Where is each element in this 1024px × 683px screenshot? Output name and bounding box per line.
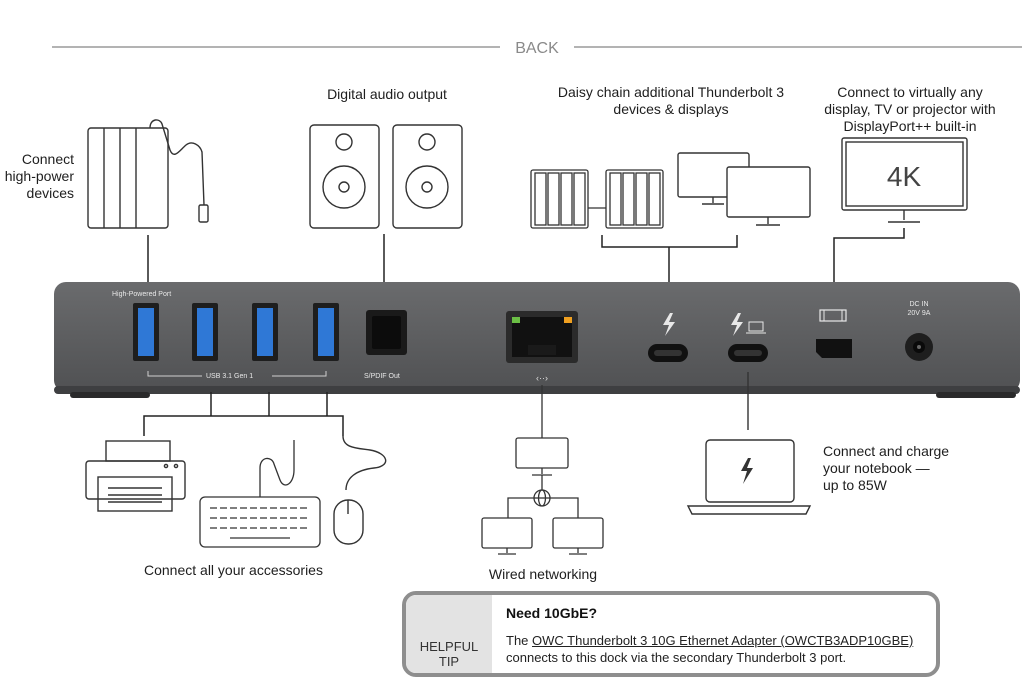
ethernet-adapter-link[interactable]: OWC Thunderbolt 3 10G Ethernet Adapter (… [532,633,914,648]
mouse-icon [333,435,387,545]
notebook-label: Connect and charge your notebook — up to… [823,443,950,493]
network-icon [481,385,604,555]
tip-body-prefix: The [506,633,533,648]
thunderbolt-laptop-port [728,313,768,362]
speaker-icon [309,124,463,229]
ethernet-symbol: ‹··› [536,373,548,383]
displayport-port [816,309,852,358]
laptop-icon [686,372,812,515]
usb-label: USB 3.1 Gen 1 [206,373,254,380]
tablet-icon [87,119,209,229]
spdif-label: S/PDIF Out [364,373,400,380]
accessories-label: Connect all your accessories [144,562,323,578]
usb-port [133,303,339,361]
4k-display-icon [841,137,968,223]
usb-bracket [147,371,327,377]
helpful-tip-box: HELPFUL TIP Need 10GbE? The OWC Thunderb… [402,591,940,677]
networking-label: Wired networking [488,566,598,582]
high-power-label: Connect high-power devices [4,151,74,201]
dc-in-port [905,333,933,361]
laptop-bolt-icon [741,458,753,484]
audio-label: Digital audio output [327,86,447,102]
spdif-port [366,310,407,355]
tip-badge-label: HELPFUL TIP [419,639,479,669]
tip-title: Need 10GbE? [506,605,598,621]
display-label: Connect to virtually any display, TV or … [824,84,996,134]
tip-body: The OWC Thunderbolt 3 10G Ethernet Adapt… [506,632,936,666]
ethernet-port [506,311,578,363]
monitors-icon [677,152,811,226]
high-powered-port-label: High-Powered Port [112,291,172,298]
printer-icon [85,440,186,512]
keyboard-icon [199,440,321,548]
tip-body-suffix: connects to this dock via the secondary … [506,650,847,665]
section-title: BACK [515,40,559,57]
tip-badge-panel: HELPFUL TIP [406,595,492,673]
dc-in-label: DC IN 20V 9A [907,301,931,317]
connector-line-display [833,228,905,300]
connector-line-accessories [143,392,344,436]
thunderbolt-port [648,313,688,362]
drive-array-icon [530,169,664,229]
daisy-chain-label: Daisy chain additional Thunderbolt 3 dev… [557,84,785,117]
monitor-4k-text: 4K [887,161,922,192]
